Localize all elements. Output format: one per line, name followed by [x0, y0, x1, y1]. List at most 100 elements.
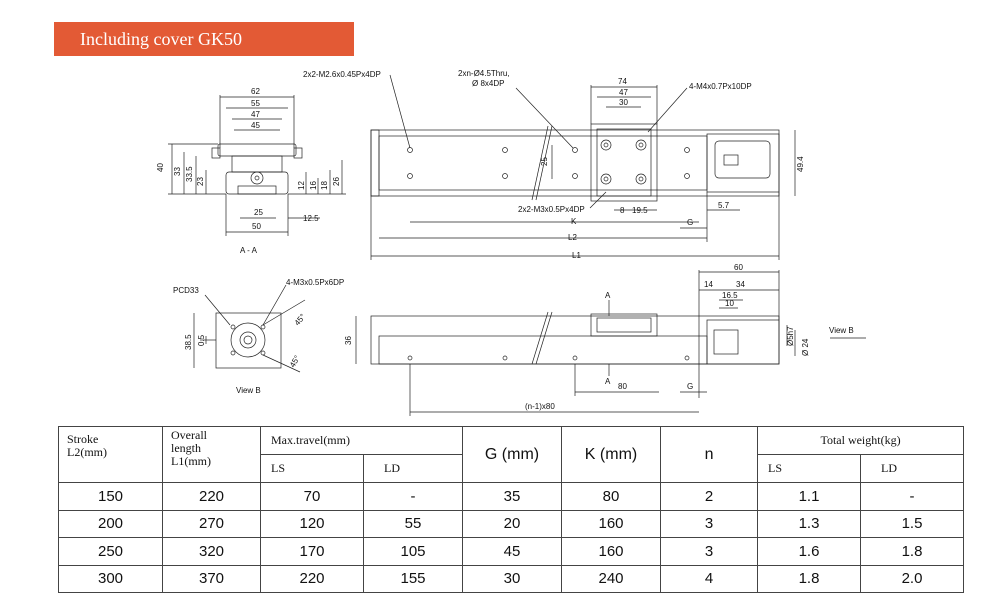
table-row: 200 270 120 55 20 160 3 1.3 1.5 — [58, 509, 965, 538]
cell-stroke: 150 — [58, 482, 163, 511]
dim-36: 36 — [344, 336, 353, 345]
cell-g: 30 — [462, 564, 563, 593]
callout-m2-6: 2x2-M2.6x0.45Px4DP — [303, 70, 381, 79]
cell-l1: 370 — [162, 564, 261, 593]
dim-33-5: 33.5 — [185, 166, 194, 182]
dim-pitch: (n-1)x80 — [525, 402, 555, 411]
cell-travel-ls: 170 — [260, 537, 364, 566]
dim-14: 14 — [704, 280, 713, 289]
dim-5-7: 5.7 — [718, 201, 730, 210]
dim-62: 62 — [251, 87, 260, 96]
dim-26: 26 — [332, 177, 341, 186]
dim-47: 47 — [619, 88, 628, 97]
cell-travel-ld: 105 — [362, 537, 464, 566]
section-banner: Including cover GK50 — [54, 22, 354, 56]
section-mark-bottom: A — [605, 377, 611, 386]
dim-25: 25 — [254, 208, 263, 217]
cell-stroke: 200 — [58, 509, 163, 538]
cell-l1: 220 — [162, 482, 261, 511]
dim-45: 45 — [251, 121, 260, 130]
top-view-labels: 2x2-M2.6x0.45Px4DP 2xn-Ø4.5Thru, Ø 8x4DP… — [303, 69, 805, 260]
cell-n: 3 — [660, 509, 759, 538]
cell-k: 160 — [561, 537, 662, 566]
dim-k: K — [571, 217, 577, 226]
dim-12: 12 — [297, 181, 306, 190]
dim-g-side: G — [687, 382, 693, 391]
dim-18: 18 — [320, 181, 329, 190]
callout-m4: 4-M4x0.7Px10DP — [689, 82, 752, 91]
subheader-travel-ls: LS — [260, 454, 364, 483]
cell-g: 35 — [462, 482, 563, 511]
header-weight: Total weight(kg) — [757, 426, 965, 455]
cell-travel-ld: 55 — [362, 509, 464, 538]
section-a-view — [168, 95, 346, 236]
subheader-weight-ld: LD — [860, 454, 965, 483]
cell-weight-ld: 1.8 — [860, 537, 965, 566]
callout-m3: 2x2-M3x0.5Px4DP — [518, 205, 585, 214]
cell-travel-ls: 70 — [260, 482, 364, 511]
dim-60: 60 — [734, 263, 743, 272]
dim-16-5: 16.5 — [722, 291, 738, 300]
table-row: 250 320 170 105 45 160 3 1.6 1.8 — [58, 537, 965, 566]
header-k: K (mm) — [561, 426, 662, 483]
top-view — [370, 74, 796, 260]
subheader-weight-ls: LS — [757, 454, 862, 483]
cell-k: 240 — [561, 564, 662, 593]
header-n: n — [660, 426, 759, 483]
dim-30: 30 — [619, 98, 628, 107]
dim-12-5: 12.5 — [303, 214, 319, 223]
dim-74: 74 — [618, 77, 627, 86]
cell-travel-ls: 120 — [260, 509, 364, 538]
cell-weight-ld: 1.5 — [860, 509, 965, 538]
dim-10: 10 — [725, 299, 734, 308]
dim-33: 33 — [173, 167, 182, 176]
cell-stroke: 250 — [58, 537, 163, 566]
dim-47: 47 — [251, 110, 260, 119]
view-b-labels: PCD33 4-M3x0.5Px6DP 38.5 0.5 45° 45° Vie… — [173, 278, 344, 395]
dim-l1: L1 — [572, 251, 581, 260]
section-caption: A - A — [240, 246, 258, 255]
dim-g: G — [687, 218, 693, 227]
cell-weight-ls: 1.8 — [757, 564, 862, 593]
dim-19-5: 19.5 — [632, 206, 648, 215]
subheader-travel-ld: LD — [362, 454, 464, 483]
cell-l1: 270 — [162, 509, 261, 538]
cell-n: 2 — [660, 482, 759, 511]
cell-weight-ls: 1.3 — [757, 509, 862, 538]
callout-m3-6dp: 4-M3x0.5Px6DP — [286, 278, 344, 287]
header-travel: Max.travel(mm) — [259, 426, 464, 455]
dim-8: 8 — [620, 206, 625, 215]
section-a-dims: 62 55 47 45 40 33 33.5 23 12 16 18 26 25… — [156, 87, 341, 255]
dim-80: 80 — [618, 382, 627, 391]
side-view — [355, 270, 866, 416]
section-mark-top: A — [605, 291, 611, 300]
dim-45-deg-a: 45° — [293, 312, 308, 327]
cell-g: 20 — [462, 509, 563, 538]
dim-34: 34 — [736, 280, 745, 289]
dim-38-5: 38.5 — [184, 334, 193, 350]
dim-49-4: 49.4 — [796, 156, 805, 172]
cell-k: 160 — [561, 509, 662, 538]
dim-45-deg-b: 45° — [288, 354, 302, 369]
side-view-labels: 60 14 34 16.5 10 36 Ø5h7 Ø 24 80 G (n-1)… — [344, 263, 854, 411]
dim-40: 40 — [156, 163, 165, 172]
cell-travel-ls: 220 — [260, 564, 364, 593]
dim-0-5: 0.5 — [197, 334, 206, 346]
cell-travel-ld: 155 — [362, 564, 464, 593]
callout-thru: 2xn-Ø4.5Thru, — [458, 69, 510, 78]
dim-16: 16 — [309, 181, 318, 190]
header-g: G (mm) — [462, 426, 563, 483]
dim-shaft: Ø5h7 — [786, 326, 795, 346]
view-b — [193, 284, 306, 373]
view-b-arrow-label: View B — [829, 326, 854, 335]
dim-bore: Ø 24 — [801, 338, 810, 356]
subheader-row: LS LD LS LD — [59, 454, 965, 483]
cell-g: 45 — [462, 537, 563, 566]
cell-weight-ls: 1.6 — [757, 537, 862, 566]
dim-25: 25 — [540, 157, 549, 166]
table-row: 150 220 70 - 35 80 2 1.1 - — [58, 482, 965, 511]
